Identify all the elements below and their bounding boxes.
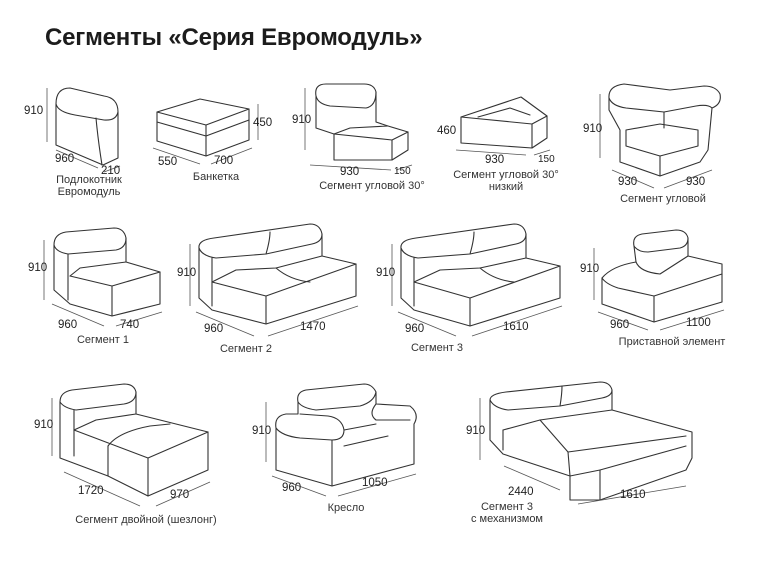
dim-height: 910 <box>34 419 53 431</box>
dim-width: 1050 <box>362 477 388 489</box>
item-segment-3-mechanism: 910 2440 1610 Сегмент 3 с механизмом <box>466 381 693 525</box>
dim-depth: 2440 <box>508 486 534 498</box>
label-line-1: Приставной элемент <box>619 336 726 348</box>
dim-width: 930 <box>340 166 359 178</box>
dim-width: 210 <box>101 165 120 177</box>
label-line-1: Сегмент двойной (шезлонг) <box>75 514 216 526</box>
dim-width: 970 <box>170 489 189 501</box>
dim-depth: 960 <box>405 323 424 335</box>
item-corner-30-low: 460 930 150 Сегмент угловой 30° низкий <box>437 96 559 193</box>
dim-depth: 1720 <box>78 485 104 497</box>
item-extension: 910 960 1100 Приставной элемент <box>580 229 726 348</box>
dim-height: 910 <box>177 267 196 279</box>
item-armrest: 910 960 210 Подлокотник Евромодуль <box>24 87 122 198</box>
dim-depth: 550 <box>158 156 177 168</box>
dim-width: 1610 <box>620 489 646 501</box>
label-line-1: Сегмент 3 <box>411 342 463 354</box>
dim-width: 700 <box>214 155 233 167</box>
dim-width: 930 <box>485 154 504 166</box>
dim-depth: 150 <box>394 166 411 177</box>
dim-height: 910 <box>252 425 271 437</box>
label-line-2: Евромодуль <box>58 186 121 198</box>
label-line-1: Кресло <box>328 502 365 514</box>
label-line-1: Сегмент угловой 30° <box>319 180 425 192</box>
label-line-1: Подлокотник <box>56 174 122 186</box>
dim-depth: 150 <box>538 154 555 165</box>
label-line-1: Сегмент угловой 30° <box>453 169 559 181</box>
dim-height: 910 <box>580 263 599 275</box>
dim-width: 1610 <box>503 321 529 333</box>
dim-height: 910 <box>466 425 485 437</box>
label-line-1: Банкетка <box>193 171 240 183</box>
item-segment-2: 910 960 1470 Сегмент 2 <box>177 223 359 355</box>
label-line-1: Сегмент 3 <box>481 501 533 513</box>
page-title: Сегменты «Серия Евромодуль» <box>45 24 423 51</box>
item-corner-30: 910 930 150 Сегмент угловой 30° <box>292 83 425 192</box>
dim-height: 910 <box>376 267 395 279</box>
label-line-1: Сегмент 2 <box>220 343 272 355</box>
dim-height: 910 <box>583 123 602 135</box>
dim-height: 910 <box>28 262 47 274</box>
item-bench: 450 550 700 Банкетка <box>152 98 272 183</box>
dim-depth: 960 <box>204 323 223 335</box>
dim-height: 910 <box>292 114 311 126</box>
item-segment-3: 910 960 1610 Сегмент 3 <box>376 223 563 354</box>
label-line-1: Сегмент 1 <box>77 334 129 346</box>
dim-width: 1470 <box>300 321 326 333</box>
item-double-chaise: 910 1720 970 Сегмент двойной (шезлонг) <box>34 383 217 526</box>
dim-depth: 960 <box>55 153 74 165</box>
label-line-2: с механизмом <box>471 513 543 525</box>
dim-height: 460 <box>437 125 456 137</box>
item-corner: 910 930 930 Сегмент угловой <box>583 83 721 205</box>
dim-depth: 960 <box>610 319 629 331</box>
dim-depth: 930 <box>618 176 637 188</box>
dim-height: 450 <box>253 117 272 129</box>
dim-height: 910 <box>24 105 43 117</box>
dim-depth: 960 <box>282 482 301 494</box>
label-line-2: низкий <box>489 181 523 193</box>
dim-width: 740 <box>120 319 139 331</box>
dim-width: 930 <box>686 176 705 188</box>
item-armchair: 910 960 1050 Кресло <box>252 383 417 514</box>
item-segment-1: 910 960 740 Сегмент 1 <box>28 227 163 346</box>
dim-depth: 960 <box>58 319 77 331</box>
label-line-1: Сегмент угловой <box>620 193 706 205</box>
dim-width: 1100 <box>686 317 711 329</box>
